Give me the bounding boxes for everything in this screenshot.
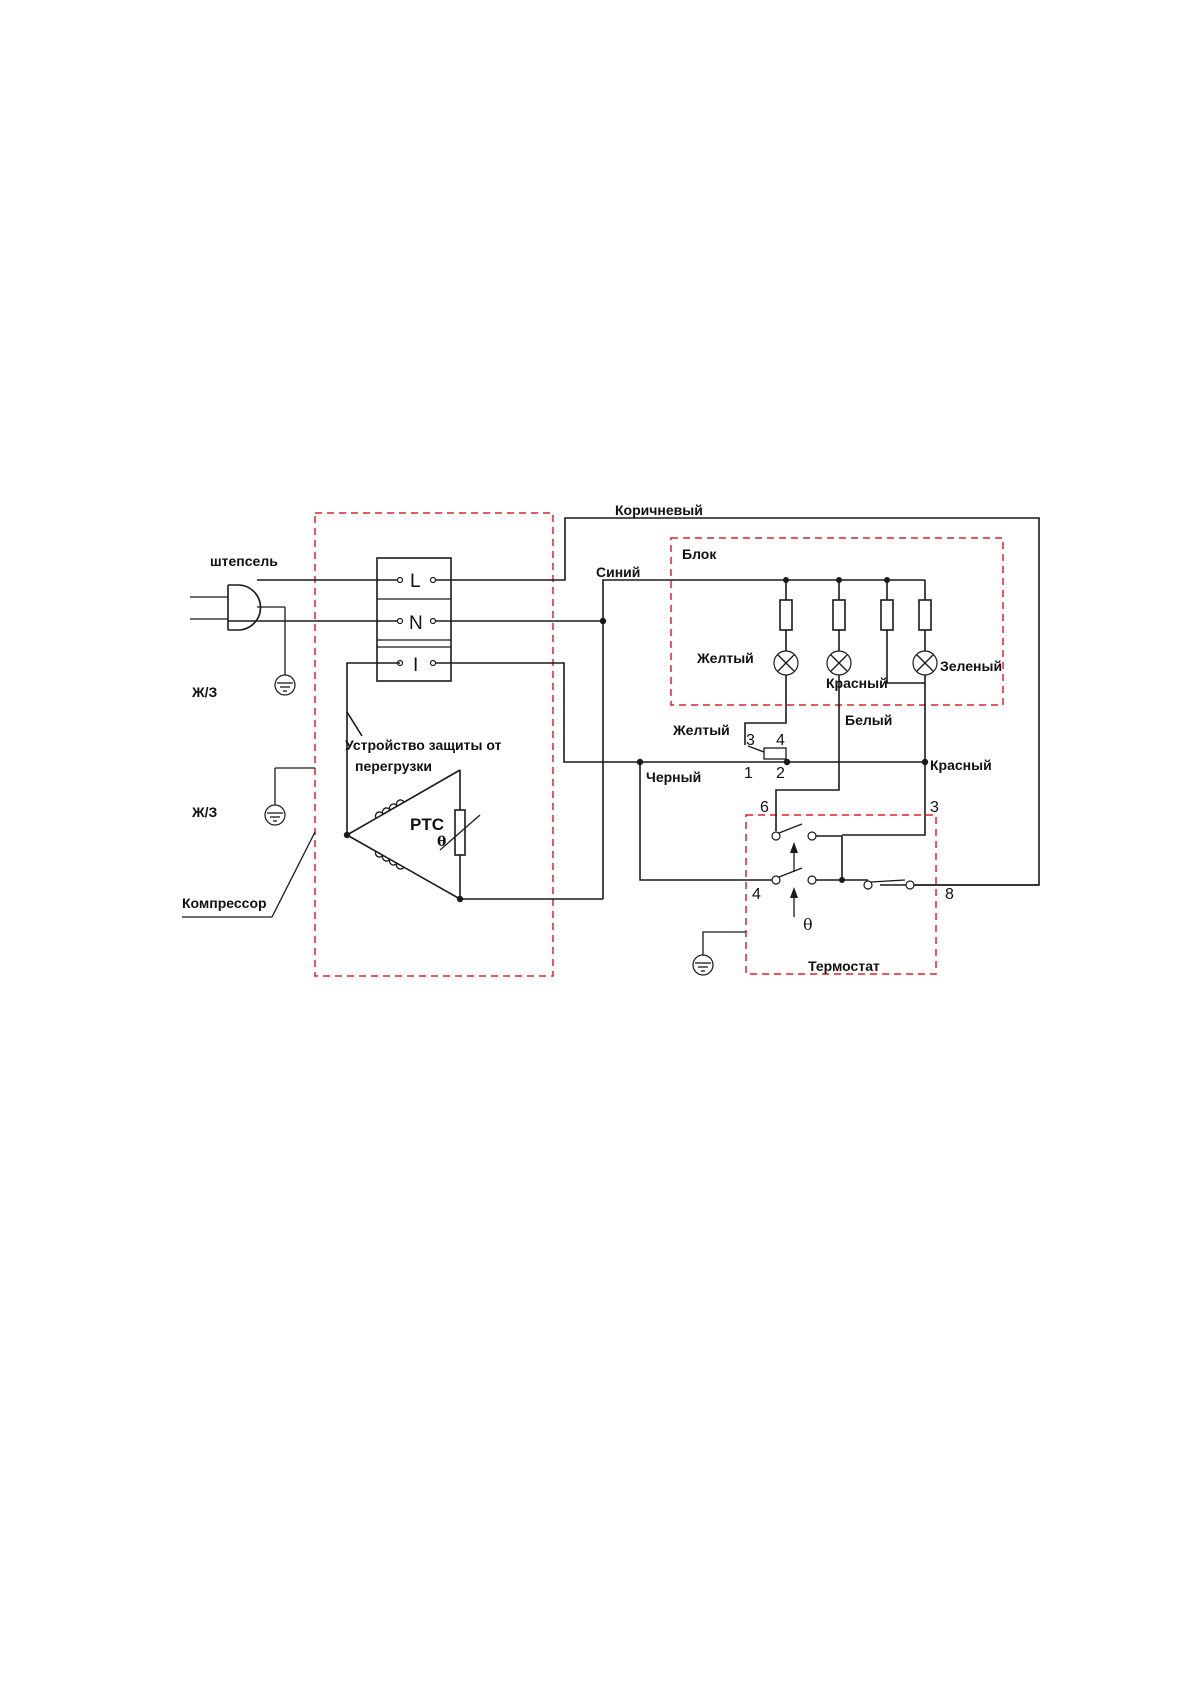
lamp-column-red — [775, 577, 852, 830]
lamp-column-white — [880, 577, 925, 684]
ground-symbol-plug — [274, 607, 296, 696]
compressor-leader — [182, 831, 316, 918]
overload-label-line2: перегрузки — [355, 758, 432, 774]
plug-label: штепсель — [210, 553, 278, 569]
thermostat-theta-label: θ — [803, 915, 813, 934]
thermostat-pin-3: 3 — [930, 799, 939, 816]
ptc-theta-label: θ — [437, 834, 446, 850]
terminal-l: L — [410, 571, 421, 592]
thermostat-pin-6: 6 — [760, 799, 769, 816]
ptc-thermistor — [439, 809, 481, 856]
lamp-column-green — [842, 580, 938, 836]
winding-lower — [374, 850, 405, 870]
thermostat-pin-4: 4 — [752, 886, 761, 903]
wire-white-label: Белый — [845, 712, 892, 728]
terminal-n: N — [409, 613, 423, 634]
thermostat-pin-8: 8 — [945, 886, 954, 903]
relay-contact — [746, 745, 787, 763]
compressor-boundary — [314, 512, 554, 977]
plug-symbol — [190, 584, 285, 631]
wire-i — [436, 662, 746, 763]
wire-blue — [602, 579, 925, 899]
ground-symbol-thermostat — [692, 931, 746, 976]
lamp-yellow-label: Желтый — [696, 650, 754, 666]
relay-pin-3: 3 — [746, 732, 755, 749]
wire-yellow-label: Желтый — [672, 722, 730, 738]
wire-brown-label: Коричневый — [615, 502, 703, 518]
wire-black — [639, 762, 772, 881]
winding-upper — [374, 799, 405, 819]
relay-pin-4: 4 — [776, 732, 785, 749]
thermostat-boundary — [745, 814, 937, 975]
lamp-red-label: Красный — [826, 675, 888, 691]
wire-red-label: Красный — [930, 757, 992, 773]
thermostat-label: Термостат — [808, 958, 880, 974]
ptc-label: PTC — [410, 815, 444, 834]
block-boundary — [670, 537, 1004, 706]
ground-label-2: Ж/З — [191, 804, 218, 820]
relay-pin-2: 2 — [776, 765, 785, 782]
wire-blue-label: Синий — [596, 564, 640, 580]
block-label: Блок — [682, 546, 717, 562]
lamp-column-yellow — [744, 577, 799, 745]
relay-pin-1: 1 — [744, 765, 753, 782]
wire-brown — [436, 517, 1040, 886]
compressor-label: Компрессор — [182, 895, 267, 911]
overload-label-line1: Устройство защиты от — [345, 737, 502, 753]
wire-black-label: Черный — [646, 769, 701, 785]
lamp-green-label: Зеленый — [940, 658, 1002, 674]
thermostat-switches — [771, 823, 1039, 917]
terminal-i: I — [413, 655, 418, 676]
ground-symbol-compressor — [264, 767, 315, 826]
ground-label-1: Ж/З — [191, 684, 218, 700]
